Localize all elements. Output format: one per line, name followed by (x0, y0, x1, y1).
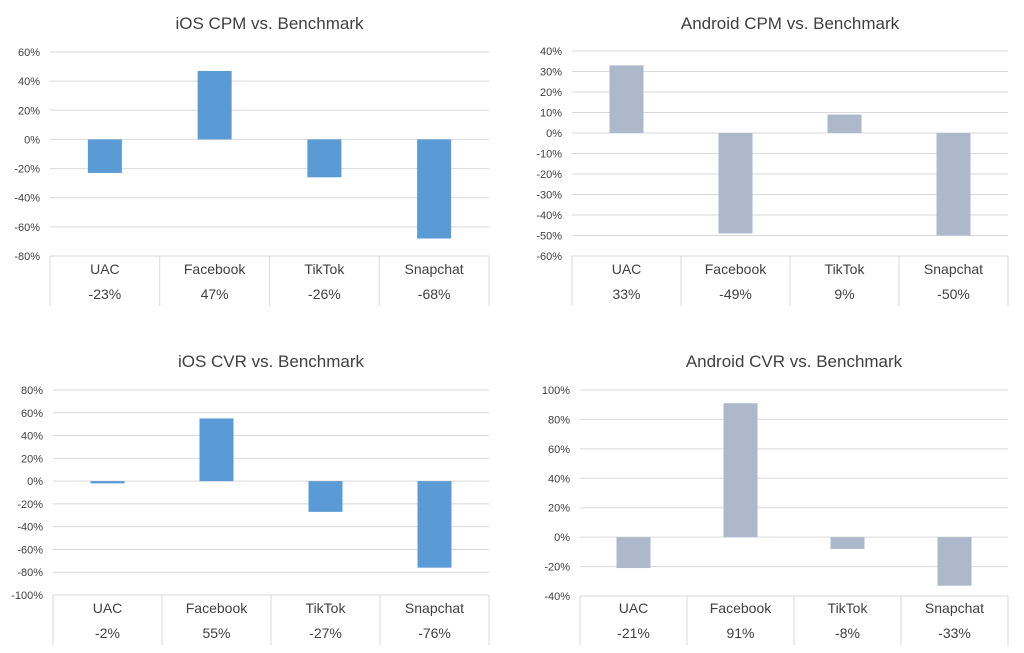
data-label: -23% (89, 286, 122, 302)
y-tick-label: 80% (548, 414, 570, 426)
y-tick-label: -20% (536, 169, 562, 181)
bar-uac (609, 65, 644, 133)
chart-ios-cvr: iOS CVR vs. Benchmark 80% 60% 40% 20% 0% -20% -… (0, 340, 512, 653)
category-label: Facebook (184, 261, 246, 277)
y-tick-label: 0% (27, 476, 43, 488)
y-tick-label: -60% (17, 544, 43, 556)
y-tick-label: -60% (536, 251, 562, 263)
y-tick-label: 40% (548, 473, 570, 485)
chart-title: Android CPM vs. Benchmark (681, 14, 900, 33)
chart-title: Android CVR vs. Benchmark (686, 352, 903, 371)
y-tick-label: -40% (536, 210, 562, 222)
chart-title: iOS CPM vs. Benchmark (176, 14, 364, 33)
bar-uac (87, 139, 122, 173)
category-label: TikTok (306, 600, 347, 616)
data-label: -21% (617, 625, 650, 641)
y-tick-label: 10% (540, 108, 562, 120)
y-tick-label: -10% (536, 149, 562, 161)
y-tick-label: 60% (548, 444, 570, 456)
chart-android-cvr: Android CVR vs. Benchmark 100% 80% 60% 40% 20… (512, 340, 1024, 653)
y-tick-label: 40% (18, 76, 40, 88)
bar-tiktok (308, 481, 343, 512)
category-label: Snapchat (924, 261, 983, 277)
bar-tiktok (307, 139, 342, 178)
data-label: -27% (309, 625, 342, 641)
category-label: UAC (619, 600, 649, 616)
category-label: TikTok (304, 261, 345, 277)
chart-svg: iOS CVR vs. Benchmark 80% 60% 40% 20% 0% -20% -… (11, 352, 490, 645)
chart-android-cpm: Android CPM vs. Benchmark 40% 30% 20% 10% 0% -… (512, 0, 1024, 326)
y-tick-label: 80% (21, 385, 43, 397)
data-label: -50% (937, 286, 970, 302)
bar-tiktok (827, 114, 862, 133)
chart-svg: Android CVR vs. Benchmark 100% 80% 60% 40% 20… (542, 352, 1009, 645)
bar-snapchat (417, 481, 452, 568)
bar-snapchat (417, 139, 452, 239)
chart-ios-cpm: iOS CPM vs. Benchmark 60% 40% 20% 0% -20% -40%… (0, 0, 512, 326)
y-tick-label: 20% (540, 87, 562, 99)
bar-facebook (197, 70, 232, 140)
data-label: -2% (95, 625, 120, 641)
category-label: TikTok (825, 261, 866, 277)
chart-title: iOS CVR vs. Benchmark (178, 352, 365, 371)
data-label: -49% (719, 286, 752, 302)
y-tick-label: -80% (14, 251, 40, 263)
category-label: Snapchat (405, 261, 464, 277)
data-label: -76% (418, 625, 451, 641)
category-label: TikTok (828, 600, 869, 616)
bar-facebook (723, 403, 758, 538)
y-tick-label: -40% (544, 591, 570, 603)
bar-facebook (199, 418, 234, 482)
category-label: UAC (612, 261, 642, 277)
y-tick-label: 60% (21, 408, 43, 420)
bar-uac (616, 537, 651, 569)
category-label: UAC (90, 261, 120, 277)
y-tick-label: 0% (546, 128, 562, 140)
y-tick-label: -40% (17, 522, 43, 534)
y-tick-label: -20% (14, 164, 40, 176)
data-label: -8% (835, 625, 860, 641)
y-tick-label: -30% (536, 190, 562, 202)
data-label: -26% (308, 286, 341, 302)
y-tick-label: -60% (14, 222, 40, 234)
y-tick-label: 20% (21, 453, 43, 465)
data-label: -68% (418, 286, 451, 302)
data-label: 47% (201, 286, 229, 302)
data-label: 33% (612, 286, 640, 302)
data-label: 55% (202, 625, 230, 641)
y-tick-label: 30% (540, 67, 562, 79)
category-label: Facebook (710, 600, 772, 616)
chart-svg: Android CPM vs. Benchmark 40% 30% 20% 10% 0% -… (536, 14, 1009, 306)
y-tick-label: 40% (21, 431, 43, 443)
y-tick-label: 20% (548, 503, 570, 515)
chart-svg: iOS CPM vs. Benchmark 60% 40% 20% 0% -20% -40%… (14, 14, 490, 306)
y-tick-label: -40% (14, 193, 40, 205)
bar-snapchat (937, 537, 972, 586)
category-label: Facebook (705, 261, 767, 277)
y-tick-label: 20% (18, 105, 40, 117)
y-tick-label: 0% (554, 532, 570, 544)
y-tick-label: -20% (544, 562, 570, 574)
y-tick-label: 60% (18, 47, 40, 59)
data-label: 91% (726, 625, 754, 641)
category-label: Facebook (186, 600, 248, 616)
bar-tiktok (830, 537, 865, 549)
y-tick-label: -50% (536, 231, 562, 243)
data-label: -33% (938, 625, 971, 641)
y-tick-label: -20% (17, 499, 43, 511)
category-label: Snapchat (405, 600, 464, 616)
y-tick-label: 40% (540, 46, 562, 58)
data-label: 9% (834, 286, 854, 302)
y-tick-label: -80% (17, 567, 43, 579)
y-tick-label: 100% (542, 385, 570, 397)
bar-snapchat (936, 133, 971, 236)
bar-uac (90, 481, 125, 484)
category-label: UAC (93, 600, 123, 616)
bar-facebook (718, 133, 753, 234)
category-label: Snapchat (925, 600, 984, 616)
y-tick-label: -100% (11, 590, 43, 602)
y-tick-label: 0% (24, 134, 40, 146)
